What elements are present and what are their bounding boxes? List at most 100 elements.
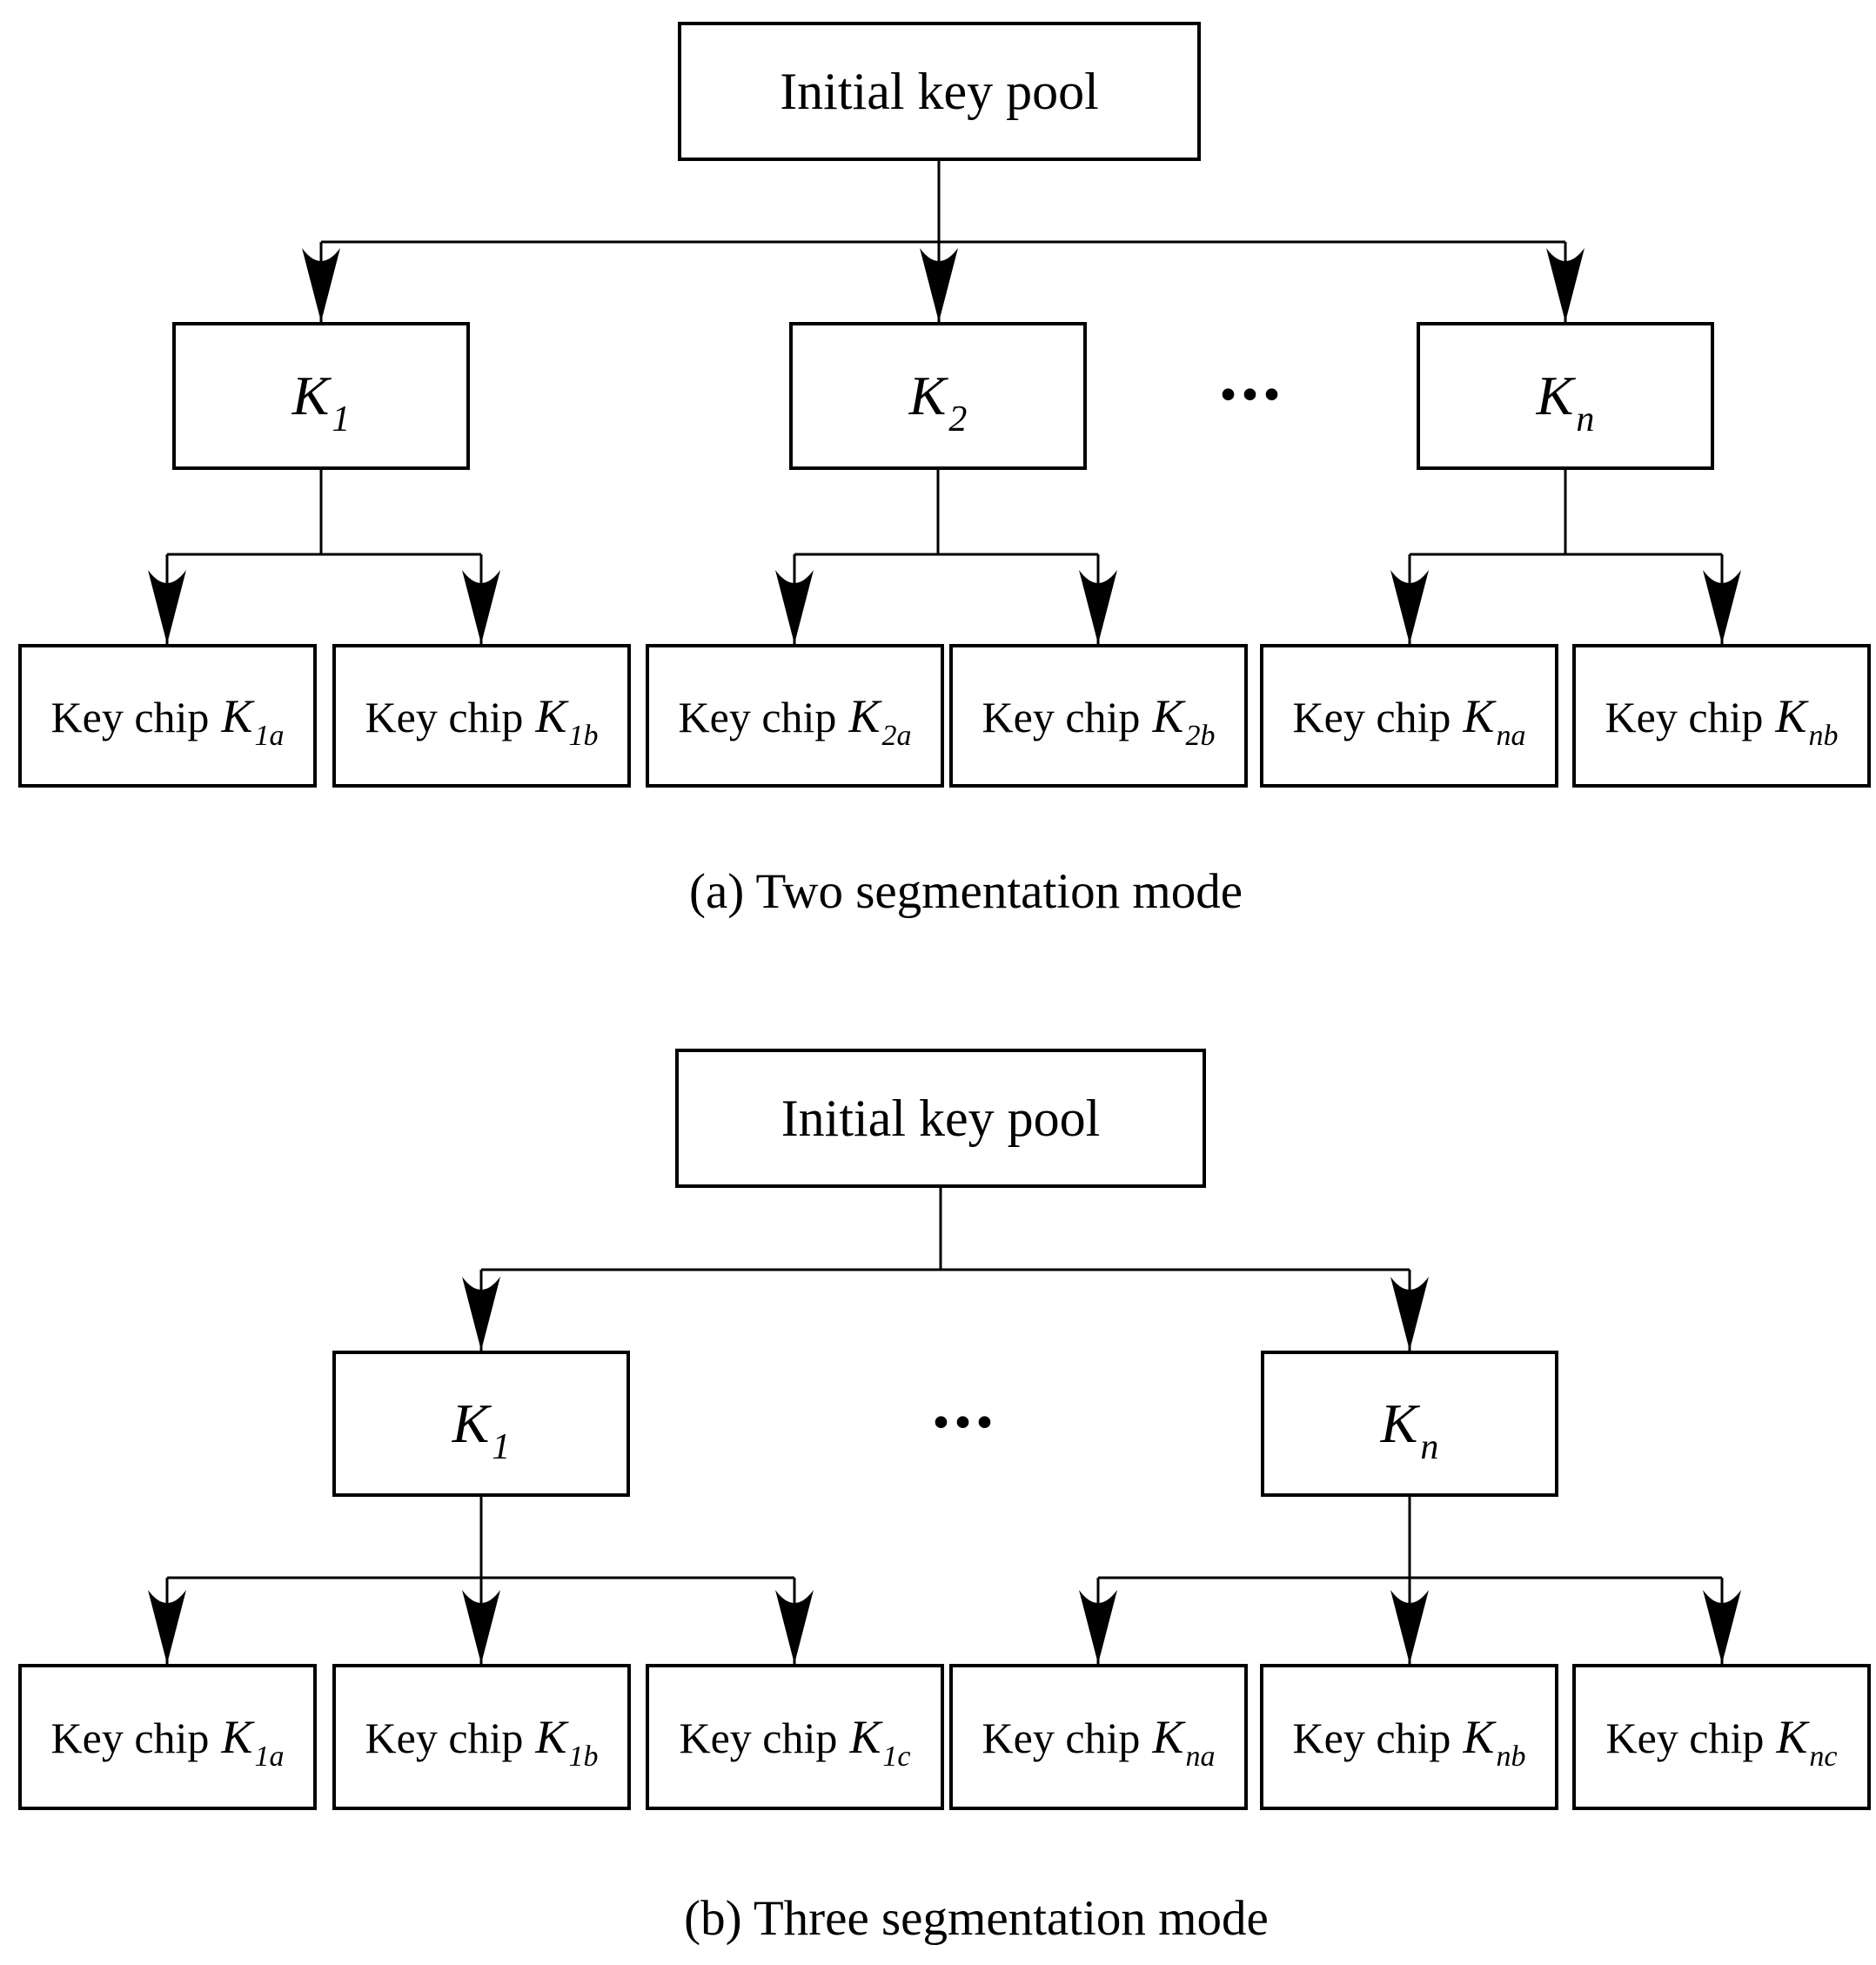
k-base: K <box>1463 689 1495 742</box>
k-base: K <box>908 365 947 426</box>
ellipsis-text: ... <box>1219 334 1284 416</box>
k-base: K <box>1152 1711 1184 1763</box>
k-base: K <box>848 689 881 742</box>
arrow-down-icon <box>1390 1277 1429 1351</box>
k-subscript: 2 <box>948 399 968 439</box>
k-subscript: 1b <box>568 719 599 752</box>
k-subscript: na <box>1185 1740 1216 1774</box>
k-base: K <box>291 365 330 426</box>
k-base: K <box>1463 1711 1495 1763</box>
node-initial-key-pool-a: Initial key pool <box>678 22 1201 161</box>
k-base: K <box>849 1711 881 1763</box>
chip-prefix: Key chip <box>679 1714 838 1762</box>
arrow-down-icon <box>148 570 186 644</box>
k-subscript: n <box>1420 1426 1439 1467</box>
chip-prefix: Key chip <box>982 1714 1141 1762</box>
k-base: K <box>221 689 253 742</box>
arrow-down-icon <box>775 1590 814 1664</box>
chip-prefix: Key chip <box>1605 1714 1765 1762</box>
chip-prefix: Key chip <box>50 692 210 741</box>
k-base: K <box>221 1711 253 1763</box>
k-subscript: n <box>1576 399 1595 439</box>
arrow-down-icon <box>148 1590 186 1664</box>
arrow-down-icon <box>1079 570 1117 644</box>
chip-prefix: Key chip <box>365 692 524 741</box>
ellipsis-b: ... <box>649 1351 1280 1497</box>
arrow-down-icon <box>302 248 340 322</box>
arrow-down-icon <box>1546 248 1585 322</box>
arrow-down-icon <box>920 248 958 322</box>
k-subscript: na <box>1496 719 1526 752</box>
arrow-down-icon <box>1390 570 1429 644</box>
k-base: K <box>1152 689 1184 742</box>
arrow-down-icon <box>775 570 814 644</box>
k-subscript: 2a <box>881 719 912 752</box>
arrow-down-icon <box>462 1590 500 1664</box>
k-base: K <box>1380 1392 1418 1454</box>
node-k1-a: K1 <box>172 322 470 470</box>
k-base: K <box>1775 689 1807 742</box>
node-k2-a: K2 <box>789 322 1087 470</box>
arrow-down-icon <box>1079 1590 1117 1664</box>
k-subscript: 1a <box>254 1740 285 1774</box>
chip-prefix: Key chip <box>1292 1714 1451 1762</box>
arrow-down-icon <box>1703 1590 1741 1664</box>
k-subscript: 1c <box>882 1740 911 1774</box>
arrow-down-icon <box>1390 1590 1429 1664</box>
node-label: Initial key pool <box>781 1089 1101 1147</box>
node-label: Initial key pool <box>780 62 1099 120</box>
node-label: Kn <box>1536 364 1595 439</box>
node-kn-a: Kn <box>1417 322 1714 470</box>
arrow-down-icon <box>462 1277 500 1351</box>
arrow-down-icon <box>462 570 500 644</box>
ellipsis-text: ... <box>932 1362 997 1444</box>
chip-prefix: Key chip <box>678 692 837 741</box>
caption-a: (a) Two segmentation mode <box>688 864 1243 919</box>
chip-prefix: Key chip <box>365 1714 524 1762</box>
chip-prefix: Key chip <box>1292 692 1451 741</box>
arrow-down-icon <box>1703 570 1741 644</box>
k-subscript: nc <box>1809 1740 1838 1774</box>
node-label: K1 <box>291 364 351 439</box>
node-label: K1 <box>452 1392 511 1467</box>
k-base: K <box>452 1392 490 1454</box>
ellipsis-a: ... <box>1087 322 1417 470</box>
k-base: K <box>1776 1711 1808 1763</box>
node-label: K2 <box>908 364 968 439</box>
k-base: K <box>535 689 567 742</box>
k-base: K <box>535 1711 567 1763</box>
caption-b: (b) Three segmentation mode <box>684 1891 1269 1946</box>
k-subscript: 1b <box>568 1740 599 1774</box>
k-subscript: nb <box>1808 719 1839 752</box>
k-base: K <box>1536 365 1574 426</box>
chip-prefix: Key chip <box>1605 692 1764 741</box>
node-kn-b: Kn <box>1261 1351 1558 1497</box>
chip-prefix: Key chip <box>50 1714 210 1762</box>
node-initial-key-pool-b: Initial key pool <box>675 1049 1206 1188</box>
node-label: Kn <box>1380 1392 1439 1467</box>
